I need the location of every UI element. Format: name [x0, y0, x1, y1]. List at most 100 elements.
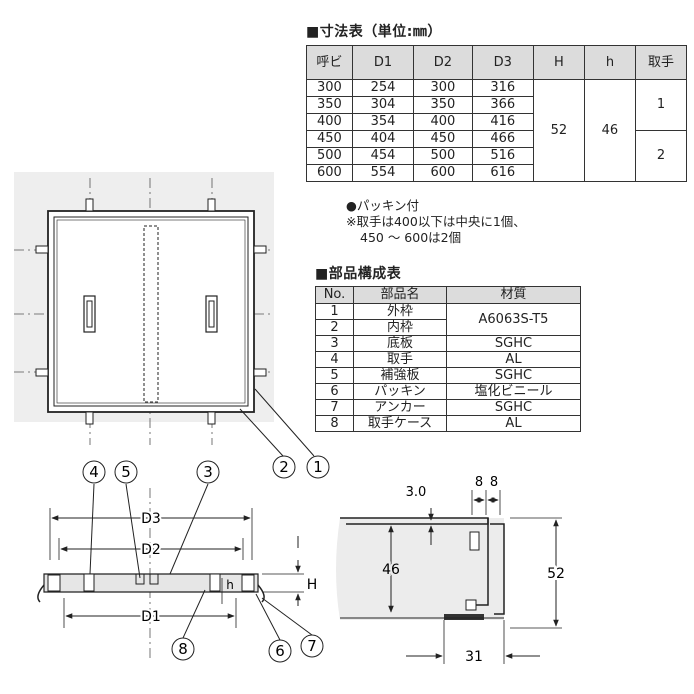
table-cell: 400	[413, 113, 473, 131]
table-row: 1 外枠 A6063S-T5	[315, 303, 581, 336]
table-cell: 454	[351, 147, 415, 165]
table-cell: SGHC	[446, 367, 581, 384]
note-packing: ●パッキン付	[346, 198, 420, 213]
table-cell: 3	[315, 335, 354, 352]
table-cell: 300	[413, 79, 473, 97]
table-cell: 2	[315, 319, 354, 336]
table-cell: 350	[306, 96, 353, 114]
callout-1: 1	[313, 458, 323, 476]
table-header-row: No. 部品名 材質	[315, 286, 581, 304]
table-row: 6 パッキン 塩化ビニール	[315, 383, 581, 400]
note-handle-rule: ※取手は400以下は中央に1個、	[346, 214, 526, 229]
table-cell-merged-material: A6063S-T5	[446, 303, 581, 336]
table-cell: 600	[306, 164, 353, 182]
dimension-table: 呼ビ D1 D2 D3 H h 取手 300 254 300 316 52 46…	[306, 45, 688, 182]
table-cell-handles-lower: 2	[634, 130, 688, 182]
table-cell: 404	[351, 130, 415, 148]
table-cell: 外枠	[353, 303, 447, 320]
table-row: 450 404 450 466 2	[306, 130, 688, 182]
table-cell-H: 52	[532, 79, 585, 182]
col-header-size: 呼ビ	[306, 45, 353, 80]
label-46: 46	[382, 562, 400, 578]
table-cell: 254	[351, 79, 415, 97]
table-cell: 400	[306, 113, 353, 131]
callout-5: 5	[121, 463, 131, 481]
table-row: 3 底板 SGHC	[315, 335, 581, 352]
callout-7: 7	[307, 637, 317, 655]
callout-8: 8	[178, 640, 188, 658]
table-cell: 補強板	[353, 367, 447, 384]
note-handle-rule-cont: 450 ～ 600は2個	[360, 230, 462, 245]
table-cell: 304	[351, 96, 415, 114]
table-cell: SGHC	[446, 399, 581, 416]
label-H: H	[307, 577, 318, 593]
table-cell: パッキン	[353, 383, 447, 400]
table-cell: 354	[351, 113, 415, 131]
table-cell: 5	[315, 367, 354, 384]
col-header-d3: D3	[471, 45, 534, 80]
table-cell: 554	[351, 164, 415, 182]
section-view	[37, 483, 313, 660]
table-cell: SGHC	[446, 335, 581, 352]
table-cell: 6	[315, 383, 354, 400]
table-cell: 450	[413, 130, 473, 148]
table-cell: AL	[446, 415, 581, 432]
col-header-H: H	[532, 45, 585, 80]
table-row: 8 取手ケース AL	[315, 415, 581, 432]
table-cell: 500	[306, 147, 353, 165]
col-header-part-name: 部品名	[353, 286, 447, 304]
table-cell: 500	[413, 147, 473, 165]
table-cell: AL	[446, 351, 581, 368]
table-header-row: 呼ビ D1 D2 D3 H h 取手	[306, 45, 688, 80]
callout-3: 3	[203, 463, 213, 481]
detail-view	[336, 490, 562, 664]
table-cell: 4	[315, 351, 354, 368]
col-header-material: 材質	[446, 286, 581, 304]
table-row: 5 補強板 SGHC	[315, 367, 581, 384]
table-cell: 316	[471, 79, 534, 97]
plan-view	[14, 172, 315, 457]
label-8b: 8	[490, 475, 498, 490]
table-cell: アンカー	[353, 399, 447, 416]
table-row: 4 取手 AL	[315, 351, 581, 368]
table-cell: 7	[315, 399, 354, 416]
table-cell: 366	[471, 96, 534, 114]
col-header-no: No.	[315, 286, 354, 304]
label-h: h	[226, 578, 234, 592]
label-52: 52	[547, 566, 565, 582]
table-cell: 8	[315, 415, 354, 432]
table-row: 600 554 600 616	[306, 164, 687, 182]
callout-2: 2	[279, 458, 289, 476]
col-header-h: h	[583, 45, 636, 80]
table-cell: 450	[306, 130, 353, 148]
table-cell: 350	[413, 96, 473, 114]
label-31: 31	[465, 649, 483, 665]
table-row: 2 内枠	[315, 319, 581, 336]
col-header-d1: D1	[351, 45, 415, 80]
table-cell: 1	[315, 303, 354, 320]
label-d1: D1	[141, 609, 161, 625]
table-cell: 616	[471, 164, 534, 182]
label-d3: D3	[141, 511, 161, 527]
label-3-0: 3.0	[406, 485, 427, 500]
table-cell: 塩化ビニール	[446, 383, 581, 400]
table-cell: 300	[306, 79, 353, 97]
callout-4: 4	[89, 463, 99, 481]
callout-6: 6	[275, 642, 285, 660]
table-cell: 466	[471, 130, 534, 148]
table-row: 500 454 500 516	[306, 147, 687, 165]
table-cell: 底板	[353, 335, 447, 352]
label-8a: 8	[475, 475, 483, 490]
table-cell: 416	[471, 113, 534, 131]
dimension-table-heading: ■寸法表（単位:㎜）	[306, 24, 442, 40]
table-cell: 取手	[353, 351, 447, 368]
table-cell: 内枠	[353, 319, 447, 336]
col-header-d2: D2	[413, 45, 473, 80]
table-cell-h: 46	[583, 79, 636, 182]
table-row: 300 254 300 316 52 46 1	[306, 79, 688, 182]
table-cell: 600	[413, 164, 473, 182]
parts-table: No. 部品名 材質 1 外枠 A6063S-T5 2 内枠 3 底板 SGHC…	[315, 286, 581, 432]
callouts: 2 1 4 5 3 8 6 7	[82, 455, 330, 663]
notes: ●パッキン付 ※取手は400以下は中央に1個、 450 ～ 600は2個	[346, 198, 526, 246]
table-cell: 516	[471, 147, 534, 165]
